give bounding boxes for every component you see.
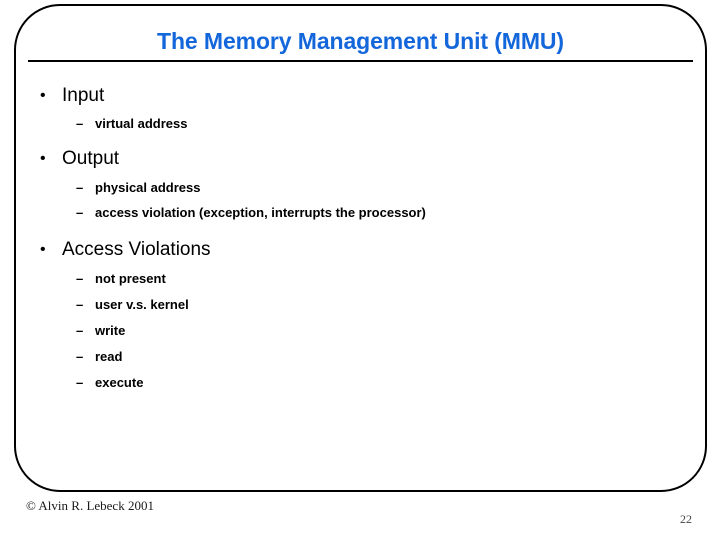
sub-bullet-label: virtual address bbox=[95, 116, 188, 131]
sub-bullet-label: write bbox=[95, 323, 126, 338]
page-number: 22 bbox=[680, 512, 692, 526]
slide-border-frame bbox=[14, 4, 707, 492]
dash-icon: – bbox=[76, 323, 84, 338]
bullet-label: Access Violations bbox=[62, 239, 211, 260]
copyright-notice: © Alvin R. Lebeck 2001 bbox=[26, 498, 154, 513]
bullet-icon: • bbox=[40, 150, 46, 167]
sub-bullet-item-access-violation: – access violation (exception, interrupt… bbox=[0, 203, 720, 222]
dash-icon: – bbox=[76, 349, 84, 364]
sub-bullet-item-write: – write bbox=[0, 321, 720, 340]
sub-bullet-label: user v.s. kernel bbox=[95, 297, 189, 312]
title-divider-rule bbox=[28, 60, 693, 62]
slide-title: The Memory Management Unit (MMU) bbox=[157, 28, 564, 54]
dash-icon: – bbox=[76, 116, 84, 131]
dash-icon: – bbox=[76, 297, 84, 312]
dash-icon: – bbox=[76, 375, 84, 390]
sub-bullet-label: physical address bbox=[95, 180, 201, 195]
bullet-icon: • bbox=[40, 241, 46, 258]
dash-icon: – bbox=[76, 271, 84, 286]
sub-bullet-item-read: – read bbox=[0, 347, 720, 366]
bullet-item-output: • Output bbox=[0, 147, 720, 171]
sub-bullet-label: read bbox=[95, 349, 123, 364]
dash-icon: – bbox=[76, 180, 84, 195]
sub-bullet-item-physical-address: – physical address bbox=[0, 178, 720, 197]
sub-bullet-item-virtual-address: – virtual address bbox=[0, 114, 720, 133]
bullet-icon: • bbox=[40, 87, 46, 104]
bullet-label: Output bbox=[62, 148, 120, 169]
bullet-label: Input bbox=[62, 85, 105, 106]
sub-bullet-item-not-present: – not present bbox=[0, 269, 720, 288]
sub-bullet-label: access violation (exception, interrupts … bbox=[95, 205, 426, 220]
sub-bullet-item-execute: – execute bbox=[0, 373, 720, 392]
bullet-item-input: • Input bbox=[0, 84, 720, 108]
slide-body: • Input – virtual address • Output – phy… bbox=[0, 84, 720, 392]
dash-icon: – bbox=[76, 205, 84, 220]
bullet-item-access-violations: • Access Violations bbox=[0, 238, 720, 262]
sub-bullet-item-user-vs-kernel: – user v.s. kernel bbox=[0, 295, 720, 314]
sub-bullet-label: not present bbox=[95, 271, 166, 286]
sub-bullet-label: execute bbox=[95, 375, 144, 390]
